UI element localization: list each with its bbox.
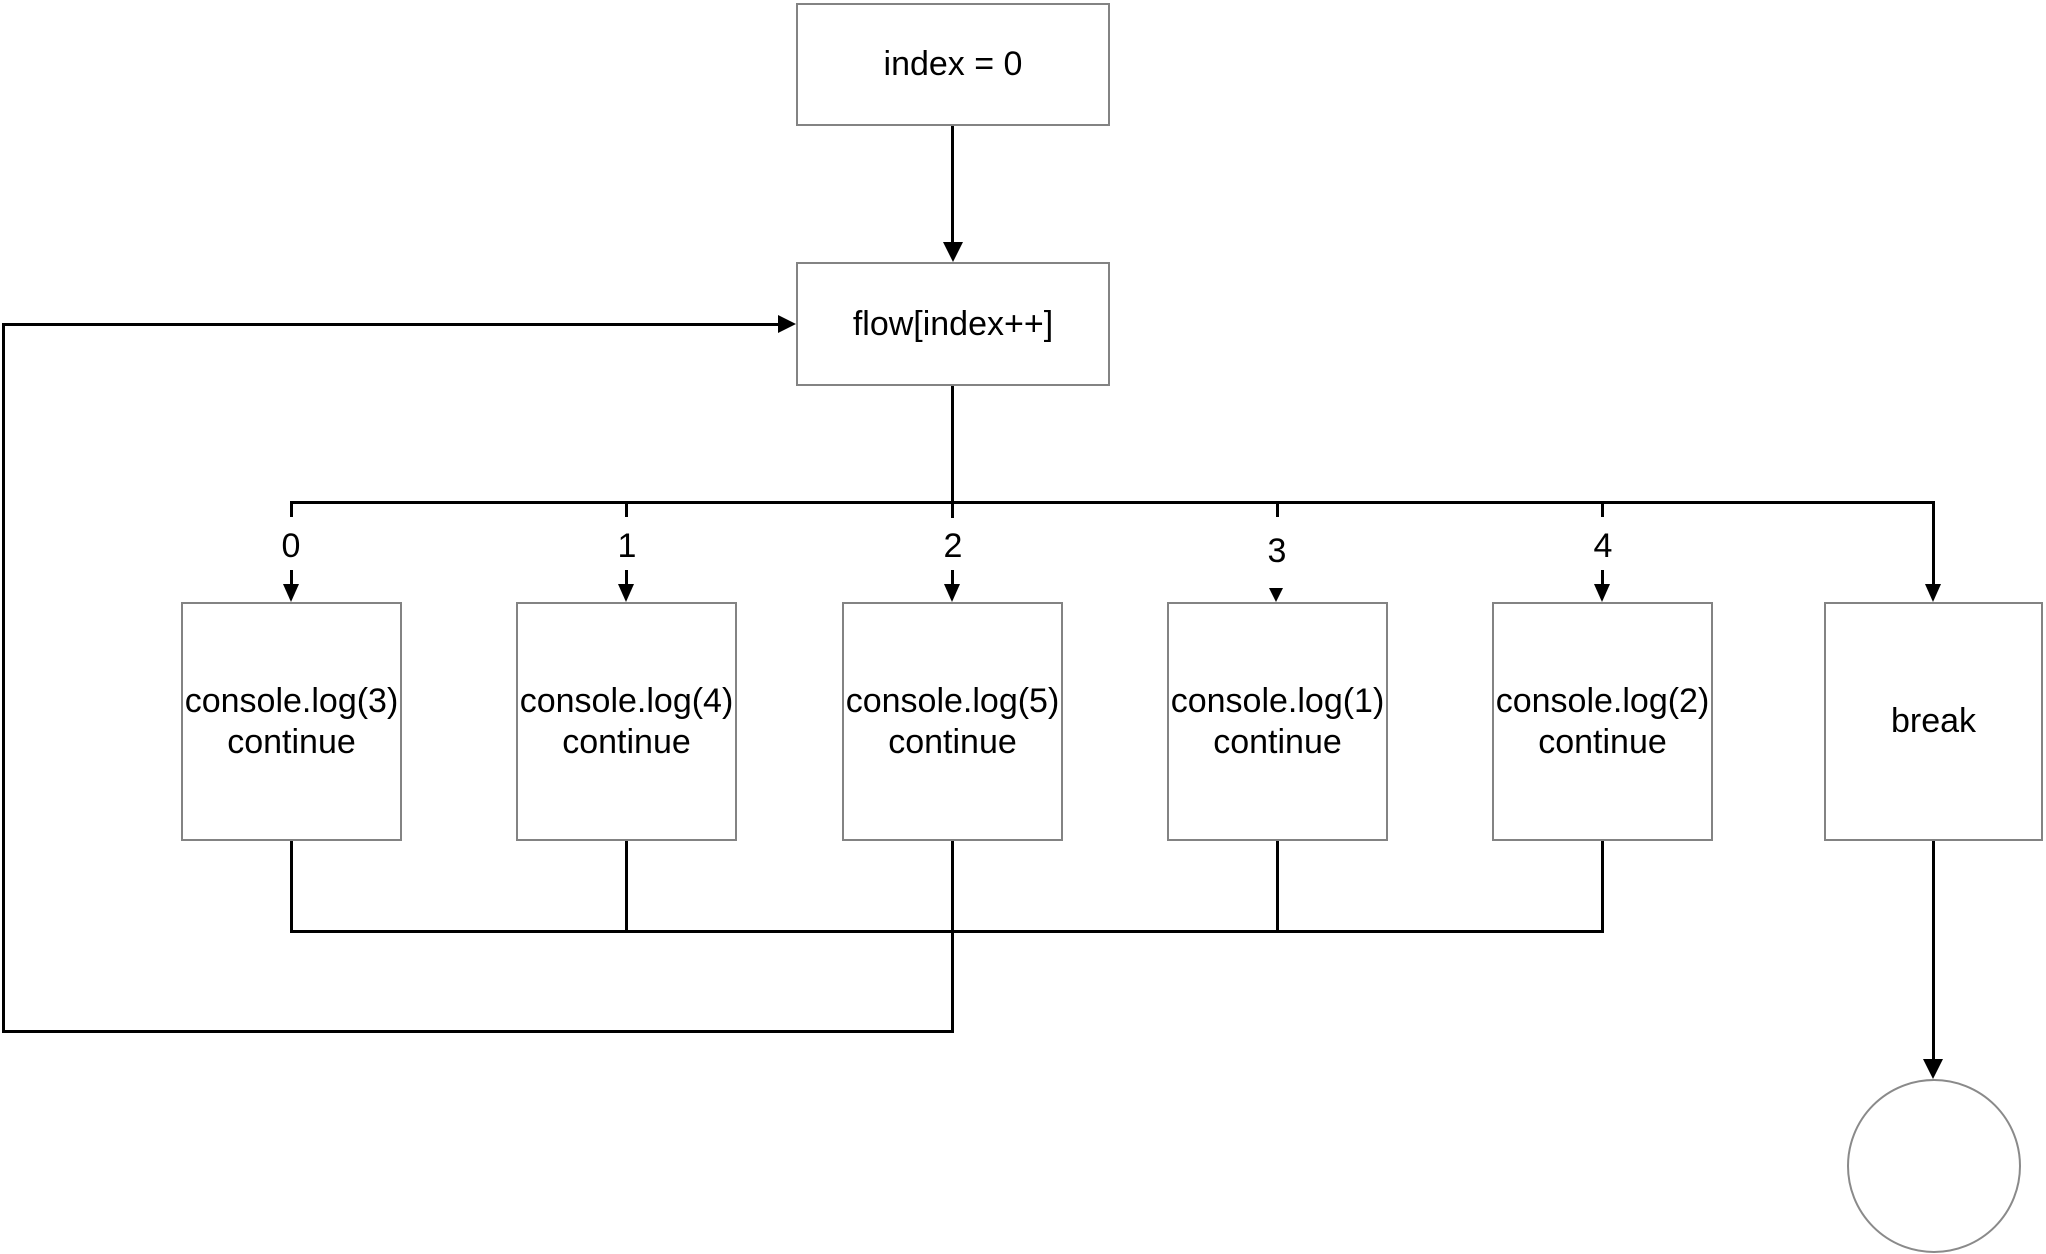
node-case-1-statement: console.log(4) bbox=[519, 681, 734, 720]
connector-break-to-end-line bbox=[1932, 841, 1935, 1059]
connector-start-to-loop-line bbox=[951, 126, 954, 244]
bus-drop-1 bbox=[625, 841, 628, 932]
node-loop-dispatch-label: flow[index++] bbox=[852, 304, 1054, 343]
node-case-2-statement: console.log(5) bbox=[845, 681, 1060, 720]
node-case-0-statement: console.log(3) bbox=[184, 681, 399, 720]
bus-drop-0 bbox=[290, 841, 293, 932]
arrowhead-break-to-end-icon bbox=[1923, 1059, 1943, 1079]
case-arrow-stem-1 bbox=[625, 570, 628, 586]
bus-drop-4 bbox=[1601, 841, 1604, 932]
node-case-0: console.log(3) continue bbox=[181, 602, 402, 841]
node-case-3-statement: console.log(1) bbox=[1170, 681, 1385, 720]
bus-drop-3 bbox=[1276, 841, 1279, 932]
case-arrowhead-4-icon bbox=[1594, 584, 1610, 602]
node-case-1-continue: continue bbox=[562, 722, 691, 761]
arrowhead-rail-to-break-icon bbox=[1925, 584, 1941, 602]
case-arrowhead-2-icon bbox=[944, 584, 960, 602]
end-terminal-circle bbox=[1847, 1079, 2021, 1253]
case-arrowhead-3-icon bbox=[1269, 588, 1283, 602]
branch-label-3: 3 bbox=[1267, 532, 1287, 570]
case-arrowhead-1-icon bbox=[618, 584, 634, 602]
arrowhead-start-to-loop-icon bbox=[943, 242, 963, 262]
node-index-init-label: index = 0 bbox=[883, 45, 1023, 83]
node-case-2: console.log(5) continue bbox=[842, 602, 1063, 841]
branch-label-2: 2 bbox=[943, 527, 963, 565]
node-case-2-continue: continue bbox=[888, 722, 1017, 761]
case-arrow-stem-4 bbox=[1601, 570, 1604, 586]
node-case-4-statement: console.log(2) bbox=[1495, 681, 1710, 720]
node-case-0-continue: continue bbox=[227, 722, 356, 761]
branch-rail-line bbox=[290, 501, 1935, 504]
branch-stub-0 bbox=[290, 501, 293, 517]
node-break: break bbox=[1824, 602, 2043, 841]
return-bottom-line bbox=[2, 1030, 954, 1033]
arrowhead-return-to-loop-icon bbox=[778, 315, 796, 333]
branch-stub-1 bbox=[625, 501, 628, 517]
node-case-1: console.log(4) continue bbox=[516, 602, 737, 841]
case-arrow-stem-2 bbox=[951, 570, 954, 586]
branch-stub-3 bbox=[1276, 501, 1279, 517]
return-drop-line bbox=[951, 841, 954, 1033]
case-arrowhead-0-icon bbox=[283, 584, 299, 602]
return-top-line bbox=[2, 323, 778, 326]
branch-label-1: 1 bbox=[617, 527, 637, 565]
connector-loop-to-rail-line bbox=[951, 386, 954, 518]
return-left-line bbox=[2, 324, 5, 1033]
continue-bus-line bbox=[290, 930, 1604, 933]
node-loop-dispatch: flow[index++] bbox=[796, 262, 1110, 386]
node-break-label: break bbox=[1890, 702, 1977, 740]
case-arrow-stem-0 bbox=[290, 570, 293, 586]
node-index-init: index = 0 bbox=[796, 3, 1110, 126]
branch-label-0: 0 bbox=[281, 527, 301, 565]
connector-rail-to-break-line bbox=[1932, 501, 1935, 586]
node-case-4-continue: continue bbox=[1538, 722, 1667, 761]
node-case-4: console.log(2) continue bbox=[1492, 602, 1713, 841]
node-case-3: console.log(1) continue bbox=[1167, 602, 1388, 841]
node-case-3-continue: continue bbox=[1213, 722, 1342, 761]
branch-label-4: 4 bbox=[1593, 527, 1613, 565]
branch-stub-4 bbox=[1601, 501, 1604, 517]
